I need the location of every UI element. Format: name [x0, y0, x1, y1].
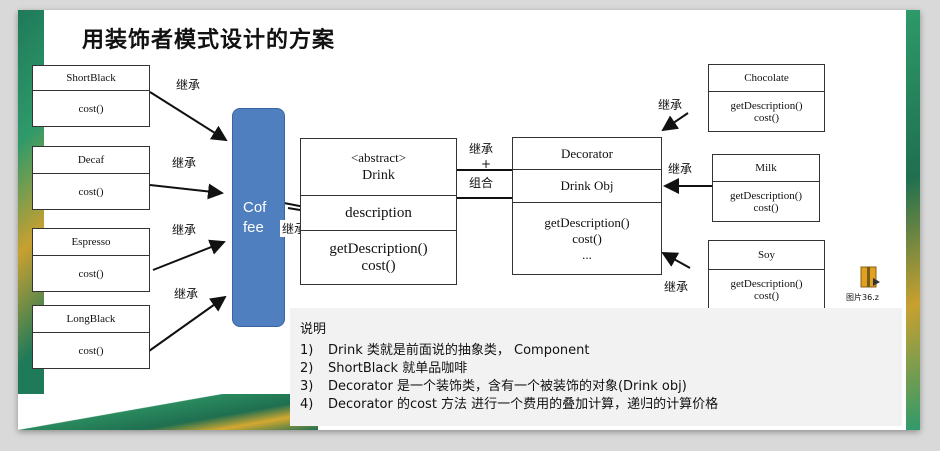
drink-stereotype: <abstract> — [350, 150, 407, 165]
arrow-decaf-coffee — [149, 183, 224, 200]
notes-panel: 说明 1) Drink 类就是前面说的抽象类， Component 2) Short… — [290, 308, 902, 426]
notes-heading: 说明 — [300, 322, 327, 337]
decorative-stripe-right — [906, 10, 920, 430]
class-method: getDescription() — [730, 99, 803, 112]
label-inherit: 继承 — [664, 280, 689, 294]
file-label[interactable]: 图片36.z — [846, 293, 879, 302]
class-espresso: Espresso cost() — [32, 228, 150, 292]
class-name: Espresso — [71, 236, 111, 248]
archive-file-icon[interactable] — [858, 264, 882, 290]
class-decaf: Decaf cost() — [32, 146, 150, 210]
arrow-soy-decorator — [661, 252, 691, 269]
class-drink: <abstract> Drink description getDescript… — [300, 138, 457, 285]
notes-item: 2) ShortBlack 就单品咖啡 — [300, 357, 467, 376]
class-name: Decaf — [77, 154, 105, 166]
label-plus: + — [481, 157, 492, 171]
decorator-method: getDescription() — [544, 214, 630, 230]
class-method: getDescription() — [729, 189, 803, 202]
label-inherit: 继承 — [172, 223, 197, 237]
class-name: Milk — [755, 162, 777, 174]
class-name: ShortBlack — [66, 72, 116, 84]
label-inherit: 继承 — [174, 287, 199, 301]
notes-item: 4) Decorator 的cost 方法 进行一个费用的叠加计算，递归的计算价格 — [300, 393, 718, 412]
notes-item-text: Decorator 的cost 方法 进行一个费用的叠加计算，递归的计算价格 — [328, 397, 719, 412]
class-milk: Milk getDescription() cost() — [712, 154, 820, 222]
class-longblack: LongBlack cost() — [32, 305, 150, 369]
class-methods: getDescription() cost() — [713, 181, 819, 221]
label-inherit: 继承 — [176, 78, 201, 92]
drink-name: Drink — [362, 168, 395, 183]
class-shortblack: ShortBlack cost() — [32, 65, 150, 127]
class-decorator: Decorator Drink Obj getDescription() cos… — [512, 137, 662, 275]
notes-item-text: Drink 类就是前面说的抽象类， Component — [328, 343, 590, 358]
notes-item: 3) Decorator 是一个装饰类，含有一个被装饰的对象(Drink obj) — [300, 375, 687, 394]
slide-title: 用装饰者模式设计的方案 — [82, 27, 336, 52]
notes-item-text: ShortBlack 就单品咖啡 — [328, 361, 468, 376]
class-coffee: Cof fee — [232, 108, 285, 327]
drink-method: getDescription() — [329, 240, 428, 257]
decorative-stripe-bottom — [18, 394, 318, 430]
class-method: cost() — [753, 111, 780, 124]
class-name: Chocolate — [744, 72, 789, 84]
arrow-drink-coffee — [287, 207, 301, 211]
class-name: LongBlack — [66, 313, 116, 325]
coffee-name-line1: Cof — [243, 199, 267, 216]
coffee-name-line2: fee — [243, 219, 264, 236]
class-method: cost() — [33, 255, 149, 291]
class-name: Soy — [757, 249, 776, 261]
decorator-name: Decorator — [561, 145, 613, 161]
class-methods: getDescription() cost() — [709, 269, 824, 309]
class-method: cost() — [753, 201, 779, 214]
arrow-longblack-coffee — [141, 295, 227, 357]
drink-method: cost() — [361, 257, 396, 274]
label-inherit: 继承 — [469, 142, 494, 156]
decorator-method: cost() — [572, 230, 602, 246]
class-method: cost() — [33, 332, 149, 368]
class-methods: getDescription() cost() — [709, 91, 824, 131]
class-method: cost() — [753, 289, 780, 302]
decorator-field: Drink Obj — [513, 169, 661, 202]
label-compose: 组合 — [469, 176, 494, 190]
arrow-chocolate-decorator — [661, 112, 689, 132]
decorator-methods: getDescription() cost() ... — [513, 202, 661, 274]
arrow-shortblack-coffee — [149, 91, 228, 142]
label-inherit: 继承 — [172, 156, 197, 170]
class-chocolate: Chocolate getDescription() cost() — [708, 64, 825, 132]
notes-item: 1) Drink 类就是前面说的抽象类， Component — [300, 339, 589, 358]
class-soy: Soy getDescription() cost() — [708, 240, 825, 310]
drink-methods: getDescription() cost() — [301, 230, 456, 284]
arrow-espresso-coffee — [152, 239, 226, 271]
label-inherit: 继承 — [658, 98, 683, 112]
class-method: cost() — [33, 90, 149, 126]
notes-item-text: Decorator 是一个装饰类，含有一个被装饰的对象(Drink obj) — [328, 379, 687, 394]
drink-header: <abstract> Drink — [301, 139, 456, 195]
class-method: getDescription() — [730, 277, 803, 290]
class-method: cost() — [33, 173, 149, 209]
drink-field: description — [301, 195, 456, 230]
decorator-ellipsis: ... — [582, 246, 592, 262]
label-inherit: 继承 — [668, 162, 693, 176]
notes-item-number: 2) — [300, 361, 314, 376]
notes-item-number: 3) — [300, 379, 314, 394]
notes-item-number: 1) — [300, 343, 314, 358]
notes-item-number: 4) — [300, 397, 314, 412]
